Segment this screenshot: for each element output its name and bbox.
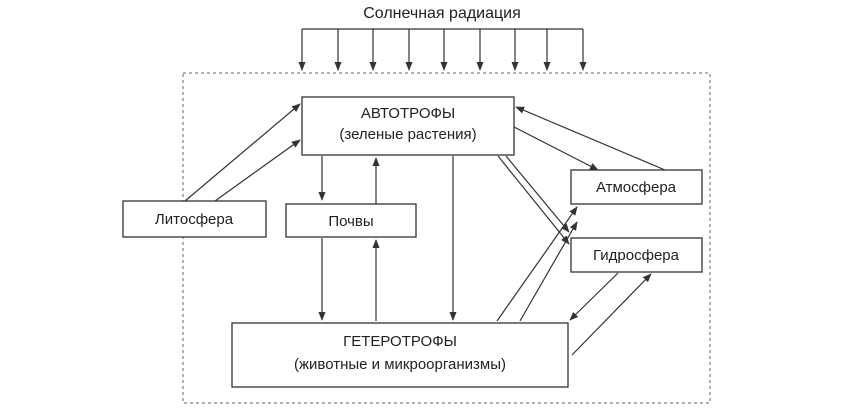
hydrosphere-box [570, 237, 703, 273]
autotrophs-title: АВТОТРОФЫ [361, 105, 455, 122]
arrow-atmosphere-to-autotrophs [515, 106, 666, 171]
node-atmosphere: Атмосфера [570, 169, 703, 205]
node-autotrophs: АВТОТРОФЫ (зеленые растения) [301, 96, 515, 156]
arrow-lithosphere-to-autotrophs-2 [214, 139, 301, 202]
hydrosphere-label: Гидросфера [593, 247, 680, 264]
node-heterotrophs: ГЕТЕРОТРОФЫ (животные и микроорганизмы) [231, 322, 569, 388]
arrow-heterotrophs-to-atmosphere-2 [519, 221, 578, 322]
arrow-heterotrophs-to-atmosphere-1 [496, 206, 578, 322]
atmosphere-label: Атмосфера [596, 179, 677, 196]
solar-radiation-arrows [298, 28, 587, 71]
autotrophs-subtitle: (зеленые растения) [339, 126, 476, 143]
arrow-hydrosphere-to-heterotrophs [569, 272, 619, 321]
node-hydrosphere: Гидросфера [570, 237, 703, 273]
arrow-autotrophs-to-hydrosphere-1 [497, 155, 570, 245]
lithosphere-box [122, 200, 267, 238]
node-lithosphere: Литосфера [122, 200, 267, 238]
autotrophs-box [301, 96, 515, 156]
ecosystem-boundary [182, 72, 711, 404]
heterotrophs-subtitle: (животные и микроорганизмы) [294, 356, 506, 373]
arrow-autotrophs-to-hydrosphere-2 [505, 155, 570, 233]
solar-radiation-title: Солнечная радиация [363, 5, 521, 22]
arrow-heterotrophs-to-hydrosphere [571, 273, 652, 356]
heterotrophs-title: ГЕТЕРОТРОФЫ [343, 333, 457, 350]
arrow-autotrophs-to-atmosphere [513, 126, 599, 171]
lithosphere-label: Литосфера [155, 211, 234, 228]
heterotrophs-box [231, 322, 569, 388]
arrow-lithosphere-to-autotrophs-1 [184, 103, 301, 202]
soils-label: Почвы [328, 213, 373, 230]
flow-arrows [184, 103, 666, 356]
atmosphere-box [570, 169, 703, 205]
node-soils: Почвы [285, 203, 417, 238]
soils-box [285, 203, 417, 238]
